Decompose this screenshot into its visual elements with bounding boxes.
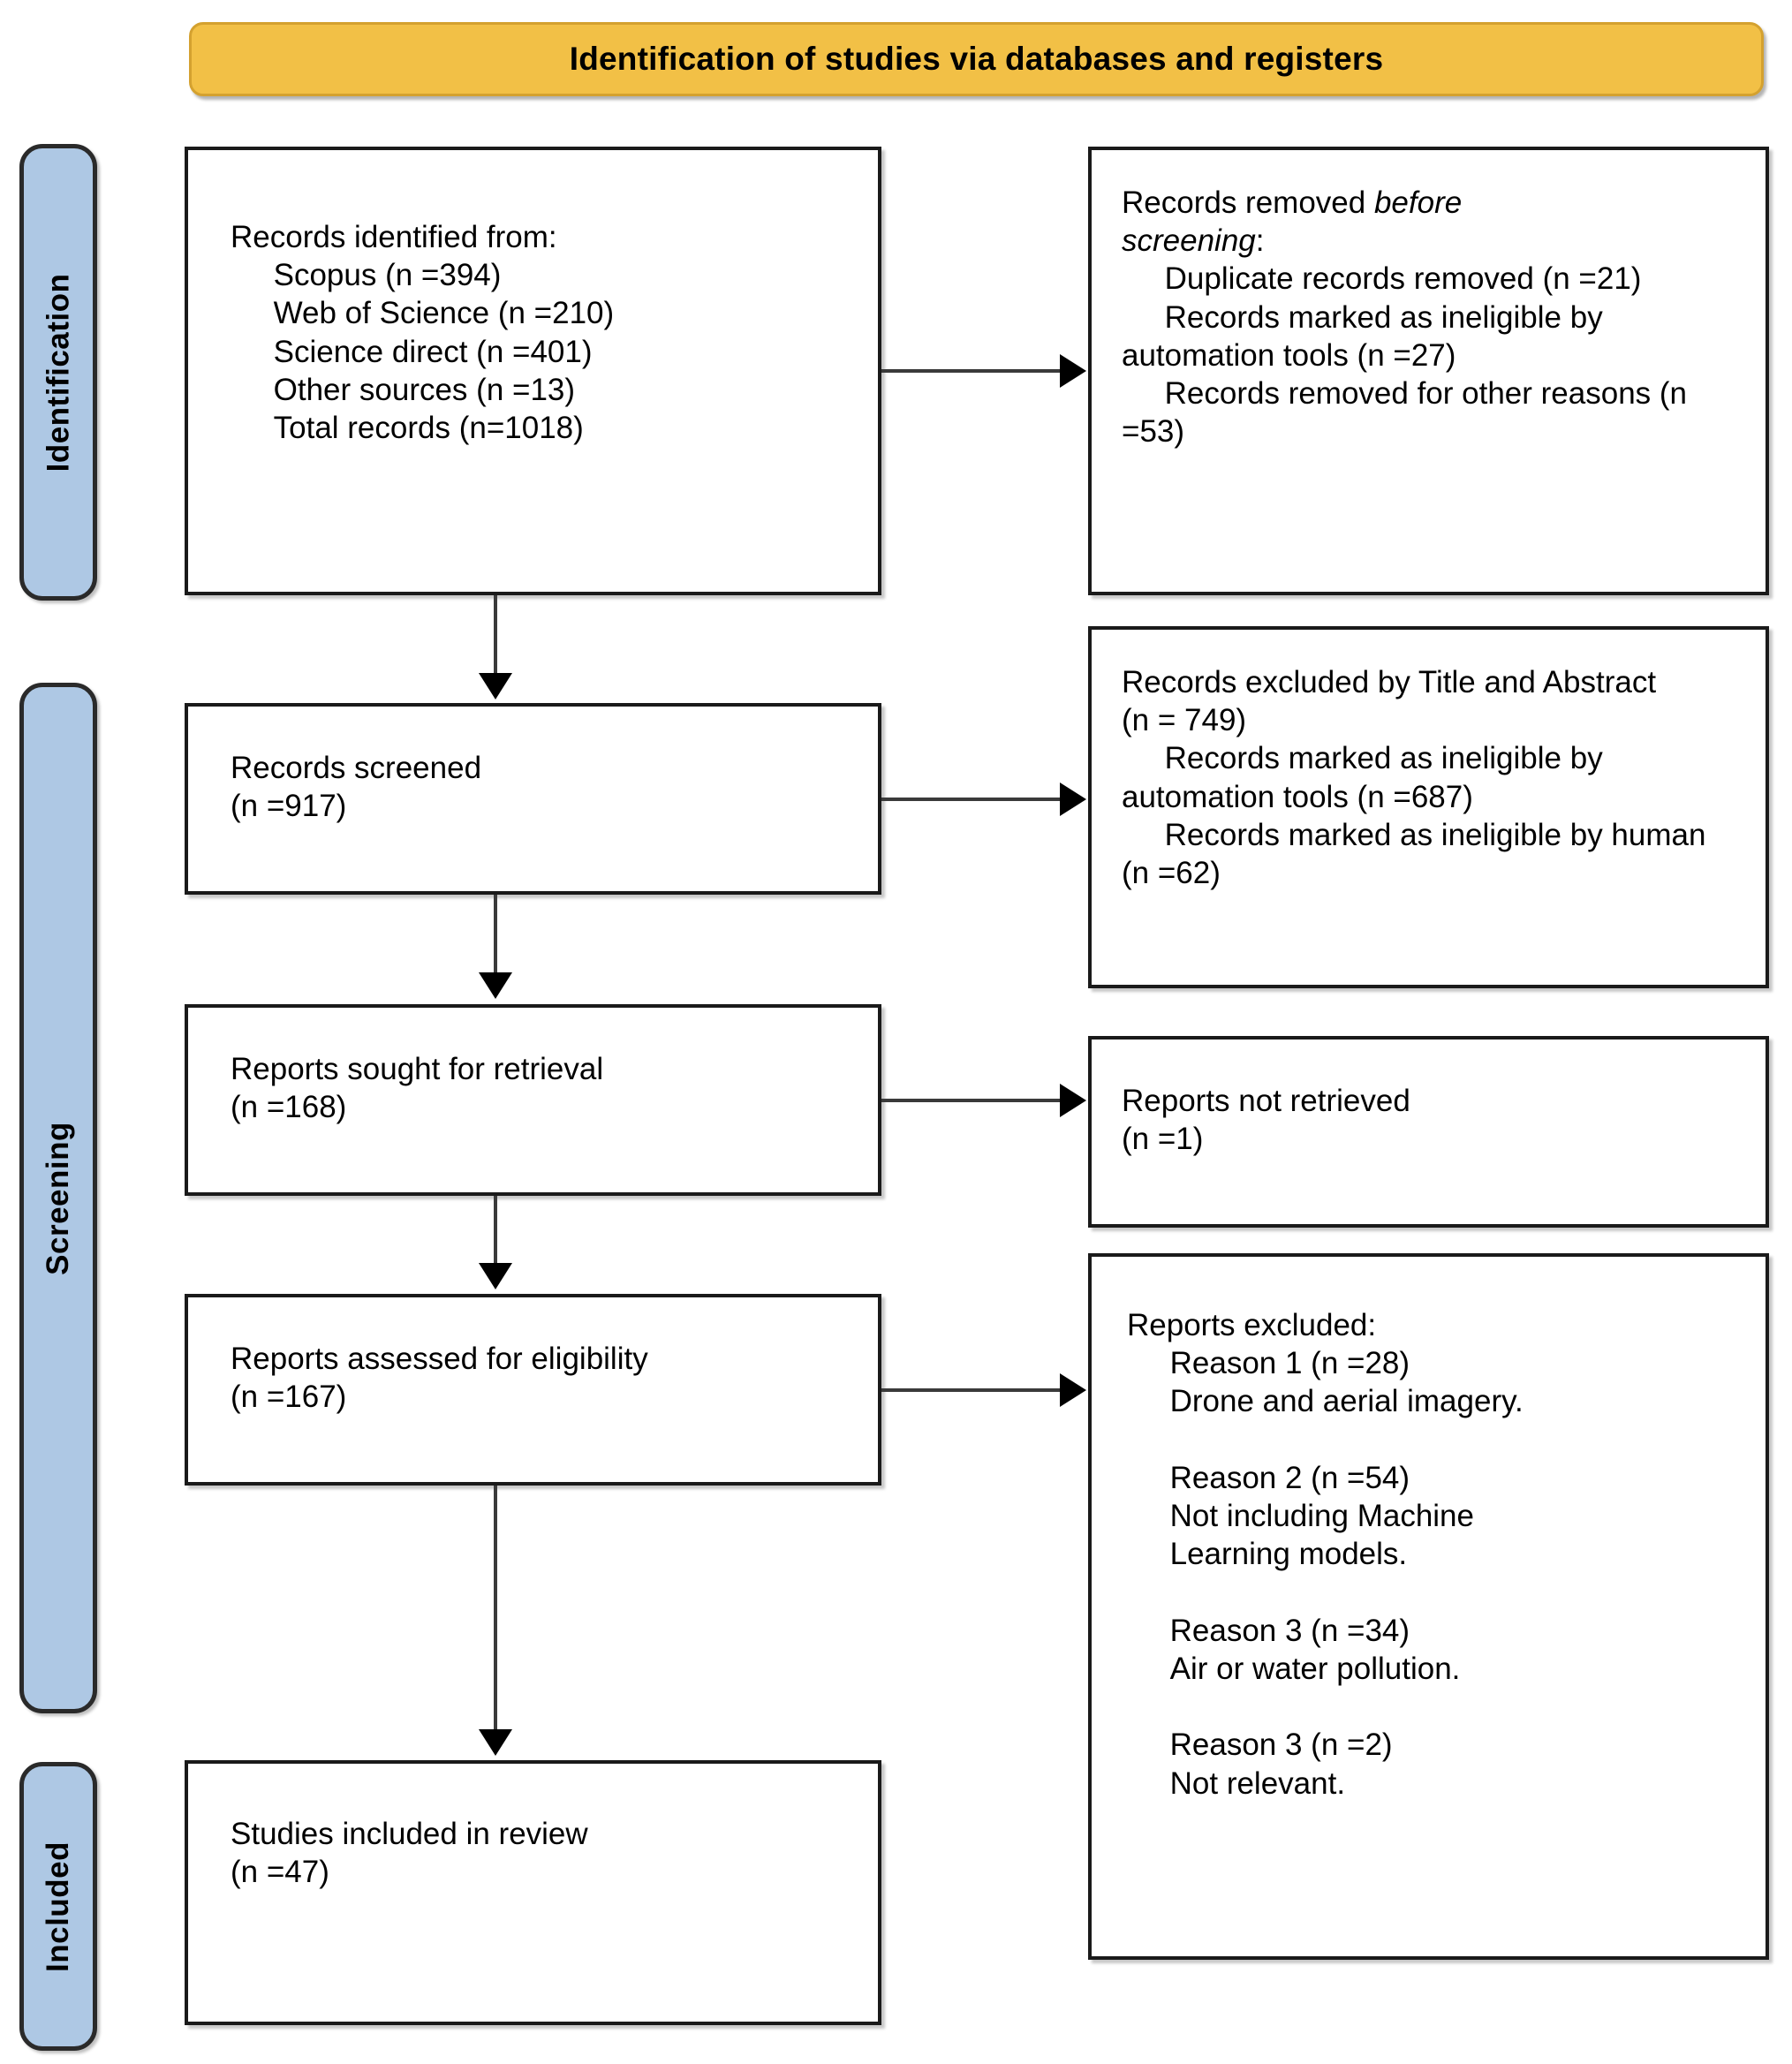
connector-screened-to-excluded <box>881 798 1062 801</box>
arrowhead-sought-to-not-retrieved <box>1060 1084 1086 1117</box>
arrowhead-assessed-to-included <box>479 1729 512 1756</box>
box-reports-not-retrieved-text: Reports not retrieved (n =1) <box>1122 1084 1410 1157</box>
connector-assessed-to-included <box>494 1486 497 1731</box>
stage-label-included-text: Included <box>41 1841 75 1972</box>
box-reports-sought-text: Reports sought for retrieval (n =168) <box>231 1052 604 1125</box>
arrowhead-assessed-to-reports-excluded <box>1060 1373 1086 1407</box>
box-records-identified-text: Records identified from: Scopus (n =394)… <box>231 220 615 446</box>
box-reports-excluded-text: Reports excluded: Reason 1 (n =28) Drone… <box>1127 1308 1524 1801</box>
stage-label-identification: Identification <box>19 144 97 601</box>
arrowhead-identified-to-removed <box>1060 354 1086 388</box>
box-records-screened-text: Records screened (n =917) <box>231 751 482 824</box>
box-records-identified: Records identified from: Scopus (n =394)… <box>185 147 881 595</box>
connector-assessed-to-reports-excluded <box>881 1388 1062 1392</box>
box-reports-assessed: Reports assessed for eligibility (n =167… <box>185 1294 881 1486</box>
box-records-excluded-title-abstract: Records excluded by Title and Abstract (… <box>1088 626 1769 988</box>
banner-title: Identification of studies via databases … <box>569 41 1384 77</box>
stage-label-screening: Screening <box>19 683 97 1713</box>
box-reports-excluded: Reports excluded: Reason 1 (n =28) Drone… <box>1088 1253 1769 1960</box>
box-records-removed-text: Records removed before screening: Duplic… <box>1122 185 1688 450</box>
connector-identified-to-removed <box>881 369 1062 373</box>
stage-label-identification-text: Identification <box>41 273 75 472</box>
diagram-header-banner: Identification of studies via databases … <box>189 22 1764 96</box>
connector-sought-to-assessed <box>494 1196 497 1265</box>
arrowhead-identified-to-screened <box>479 673 512 699</box>
connector-screened-to-sought <box>494 895 497 974</box>
box-studies-included-text: Studies included in review (n =47) <box>231 1817 588 1890</box>
box-reports-not-retrieved: Reports not retrieved (n =1) <box>1088 1036 1769 1228</box>
connector-identified-to-screened <box>494 595 497 677</box>
stage-label-included: Included <box>19 1762 97 2051</box>
arrowhead-screened-to-excluded <box>1060 783 1086 816</box>
arrowhead-sought-to-assessed <box>479 1263 512 1289</box>
arrowhead-screened-to-sought <box>479 972 512 999</box>
box-records-removed-before-screening: Records removed before screening: Duplic… <box>1088 147 1769 595</box>
box-studies-included: Studies included in review (n =47) <box>185 1760 881 2025</box>
box-reports-sought: Reports sought for retrieval (n =168) <box>185 1004 881 1196</box>
box-reports-assessed-text: Reports assessed for eligibility (n =167… <box>231 1342 648 1415</box>
stage-label-screening-text: Screening <box>41 1121 76 1275</box>
connector-sought-to-not-retrieved <box>881 1099 1062 1102</box>
box-records-excluded-title-abstract-text: Records excluded by Title and Abstract (… <box>1122 665 1706 891</box>
box-records-screened: Records screened (n =917) <box>185 703 881 895</box>
